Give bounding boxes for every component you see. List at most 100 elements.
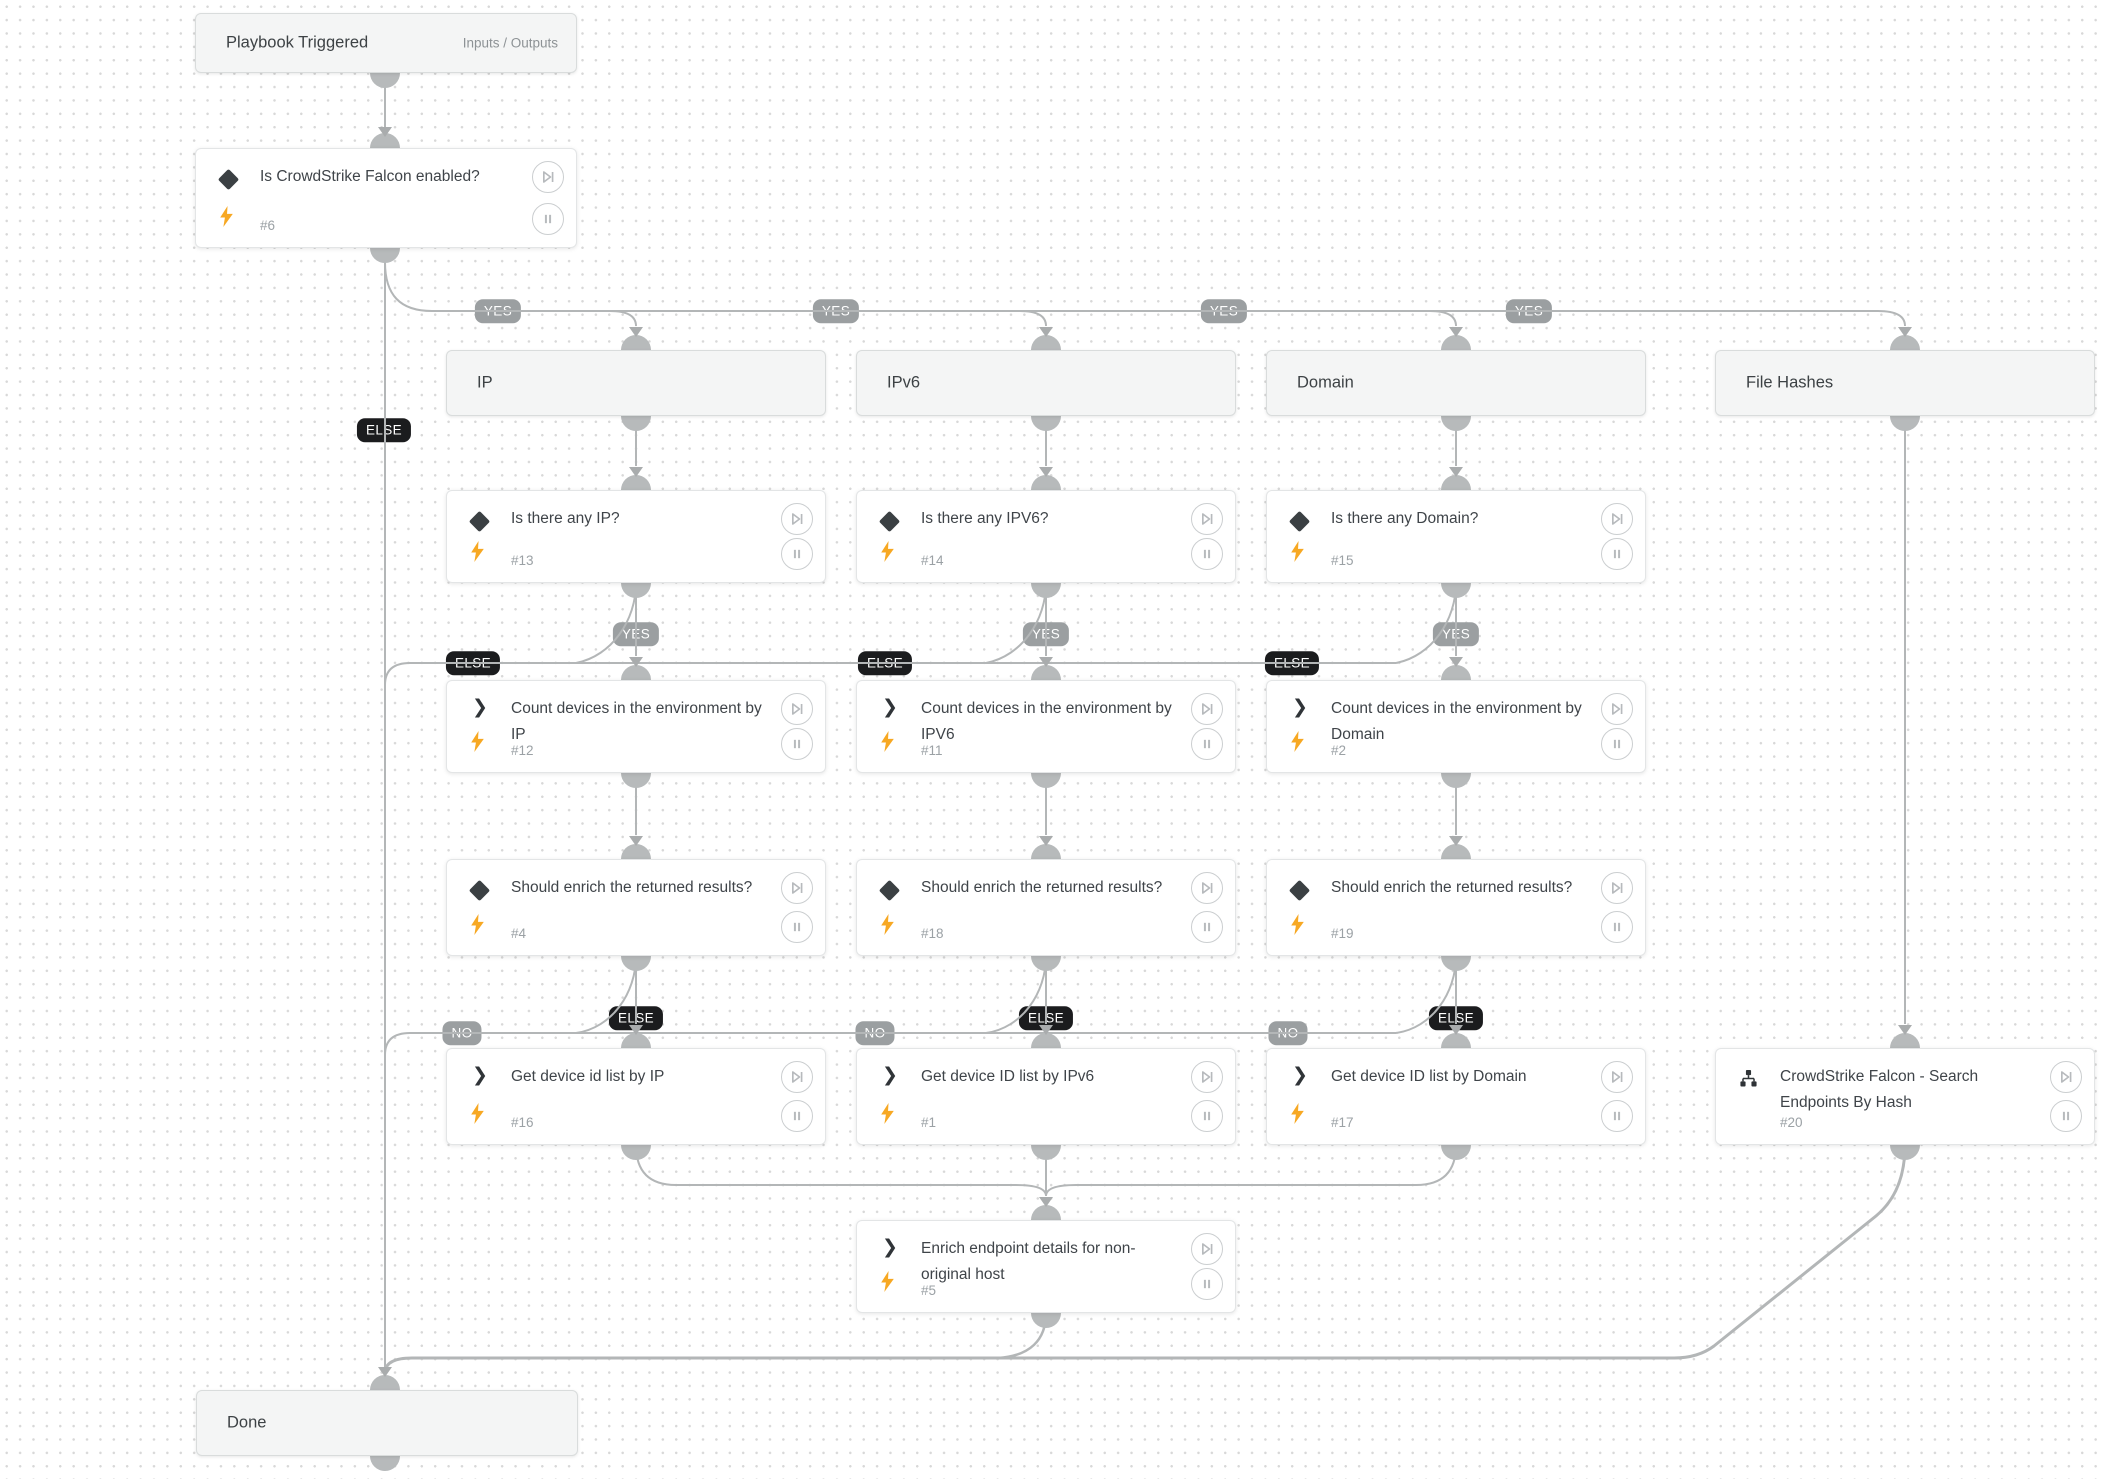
- skip-icon[interactable]: [781, 503, 813, 535]
- skip-icon[interactable]: [1191, 1061, 1223, 1093]
- node-title: Count devices in the environment by IP: [511, 700, 762, 743]
- node-title: Get device ID list by IPv6: [921, 1068, 1095, 1085]
- task-number: #5: [921, 1283, 937, 1298]
- skip-icon[interactable]: [1601, 503, 1633, 535]
- node-search-endpoints-by-hash[interactable]: CrowdStrike Falcon - Search Endpoints By…: [1715, 1048, 2095, 1145]
- pause-icon[interactable]: [1191, 911, 1223, 943]
- quiet-mode-lightning-icon: [219, 206, 234, 232]
- skip-icon[interactable]: [1601, 693, 1633, 725]
- pause-icon[interactable]: [1191, 1268, 1223, 1300]
- section-header-file-hashes[interactable]: File Hashes: [1715, 350, 2095, 416]
- condition-icon: [1288, 510, 1311, 533]
- node-should-enrich-domain[interactable]: Should enrich the returned results? #19: [1266, 859, 1646, 956]
- node-enrich-endpoint-details[interactable]: ❯ Enrich endpoint details for non-origin…: [856, 1220, 1236, 1313]
- node-should-enrich-ip[interactable]: Should enrich the returned results? #4: [446, 859, 826, 956]
- pause-icon[interactable]: [1191, 538, 1223, 570]
- node-count-devices-by-ip[interactable]: ❯ Count devices in the environment by IP…: [446, 680, 826, 773]
- pause-icon[interactable]: [1191, 728, 1223, 760]
- node-get-device-id-list-by-ip[interactable]: ❯ Get device id list by IP #16: [446, 1048, 826, 1145]
- node-is-there-any-ip[interactable]: Is there any IP? #13: [446, 490, 826, 583]
- skip-icon[interactable]: [1191, 693, 1223, 725]
- section-title: IPv6: [887, 373, 921, 392]
- pause-icon[interactable]: [1601, 911, 1633, 943]
- edge-label-yes: YES: [474, 299, 522, 323]
- node-title: Is CrowdStrike Falcon enabled?: [260, 168, 480, 185]
- node-title: Count devices in the environment by IPV6: [921, 700, 1172, 743]
- quiet-mode-lightning-icon: [1290, 731, 1305, 757]
- quiet-mode-lightning-icon: [470, 731, 485, 757]
- task-icon: ❯: [882, 1237, 898, 1258]
- node-is-there-any-domain[interactable]: Is there any Domain? #15: [1266, 490, 1646, 583]
- skip-icon[interactable]: [1601, 872, 1633, 904]
- skip-icon[interactable]: [532, 161, 564, 193]
- task-number: #2: [1331, 743, 1347, 758]
- node-get-device-id-list-by-domain[interactable]: ❯ Get device ID list by Domain #17: [1266, 1048, 1646, 1145]
- edge-label-yes: YES: [1022, 622, 1070, 646]
- pause-icon[interactable]: [1601, 728, 1633, 760]
- pause-icon[interactable]: [781, 538, 813, 570]
- skip-icon[interactable]: [1601, 1061, 1633, 1093]
- task-number: #14: [921, 553, 944, 568]
- condition-icon: [468, 510, 491, 533]
- section-title: IP: [477, 373, 493, 392]
- task-number: #16: [511, 1115, 534, 1130]
- section-header-ipv6[interactable]: IPv6: [856, 350, 1236, 416]
- node-playbook-triggered[interactable]: Playbook Triggered Inputs / Outputs: [195, 13, 577, 73]
- quiet-mode-lightning-icon: [470, 1103, 485, 1129]
- task-number: #18: [921, 926, 944, 941]
- pause-icon[interactable]: [1191, 1100, 1223, 1132]
- pause-icon[interactable]: [1601, 1100, 1633, 1132]
- skip-icon[interactable]: [781, 1061, 813, 1093]
- skip-icon[interactable]: [781, 872, 813, 904]
- quiet-mode-lightning-icon: [880, 914, 895, 940]
- pause-icon[interactable]: [781, 911, 813, 943]
- node-count-devices-by-ipv6[interactable]: ❯ Count devices in the environment by IP…: [856, 680, 1236, 773]
- edge-label-yes: YES: [1432, 622, 1480, 646]
- pause-icon[interactable]: [1601, 538, 1633, 570]
- node-title: Should enrich the returned results?: [1331, 879, 1573, 896]
- node-title: Should enrich the returned results?: [921, 879, 1163, 896]
- task-icon: ❯: [1292, 1065, 1308, 1086]
- skip-icon[interactable]: [1191, 872, 1223, 904]
- task-number: #20: [1780, 1115, 1803, 1130]
- task-icon: ❯: [472, 1065, 488, 1086]
- skip-icon[interactable]: [1191, 1233, 1223, 1265]
- node-title: Get device ID list by Domain: [1331, 1068, 1527, 1085]
- quiet-mode-lightning-icon: [1290, 1103, 1305, 1129]
- node-count-devices-by-domain[interactable]: ❯ Count devices in the environment by Do…: [1266, 680, 1646, 773]
- node-title: Should enrich the returned results?: [511, 879, 753, 896]
- pause-icon[interactable]: [781, 728, 813, 760]
- skip-icon[interactable]: [2050, 1061, 2082, 1093]
- node-should-enrich-ipv6[interactable]: Should enrich the returned results? #18: [856, 859, 1236, 956]
- skip-icon[interactable]: [781, 693, 813, 725]
- node-is-there-any-ipv6[interactable]: Is there any IPV6? #14: [856, 490, 1236, 583]
- node-done[interactable]: Done: [196, 1390, 578, 1456]
- section-header-ip[interactable]: IP: [446, 350, 826, 416]
- task-number: #13: [511, 553, 534, 568]
- section-header-domain[interactable]: Domain: [1266, 350, 1646, 416]
- inputs-outputs-link[interactable]: Inputs / Outputs: [462, 35, 558, 51]
- node-is-crowdstrike-falcon-enabled[interactable]: Is CrowdStrike Falcon enabled? #6: [195, 148, 577, 248]
- condition-icon: [217, 168, 240, 191]
- node-title: Playbook Triggered: [226, 33, 369, 52]
- task-icon: ❯: [882, 697, 898, 718]
- skip-icon[interactable]: [1191, 503, 1223, 535]
- node-get-device-id-list-by-ipv6[interactable]: ❯ Get device ID list by IPv6 #1: [856, 1048, 1236, 1145]
- pause-icon[interactable]: [532, 203, 564, 235]
- edge-label-no: NO: [442, 1021, 482, 1045]
- task-number: #6: [260, 218, 276, 233]
- pause-icon[interactable]: [2050, 1100, 2082, 1132]
- quiet-mode-lightning-icon: [880, 541, 895, 567]
- section-title: File Hashes: [1746, 373, 1834, 392]
- pause-icon[interactable]: [781, 1100, 813, 1132]
- condition-icon: [878, 510, 901, 533]
- node-title: Get device id list by IP: [511, 1068, 665, 1085]
- edge-label-else: ELSE: [1264, 651, 1320, 675]
- edge-label-yes: YES: [1200, 299, 1248, 323]
- edge-label-yes: YES: [812, 299, 860, 323]
- edge-label-else: ELSE: [356, 418, 412, 442]
- condition-icon: [1288, 879, 1311, 902]
- task-number: #11: [921, 743, 943, 758]
- task-number: #4: [511, 926, 527, 941]
- node-title: Is there any IPV6?: [921, 510, 1049, 527]
